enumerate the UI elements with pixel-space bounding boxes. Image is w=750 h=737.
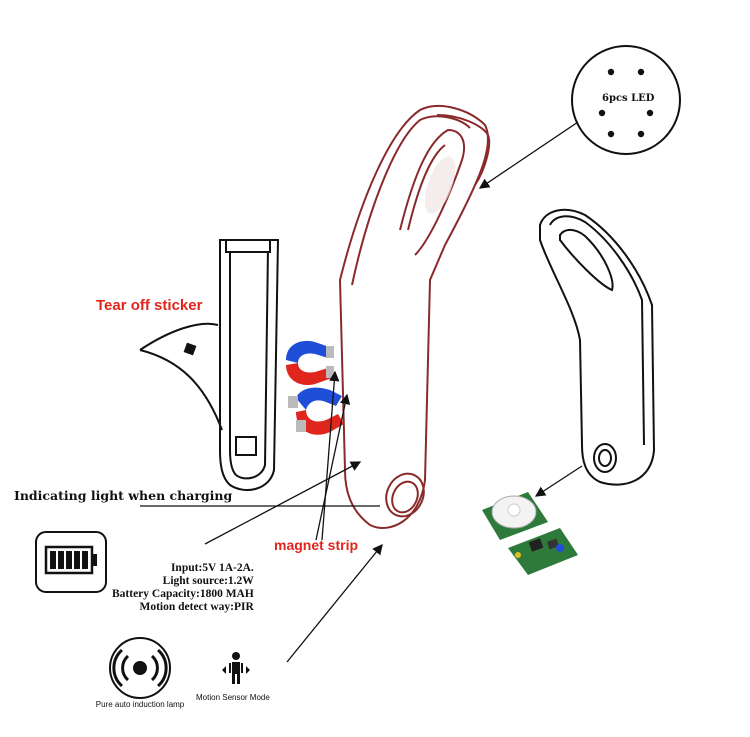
- led-glow: [424, 156, 456, 214]
- person-motion-icon: [222, 652, 250, 684]
- lamp-side-view: [539, 208, 656, 486]
- lamp-body: [338, 105, 491, 529]
- motion-sensor-mode-label: Motion Sensor Mode: [196, 693, 270, 702]
- spec-motion-detect: Motion detect way:PIR: [139, 601, 254, 613]
- pure-auto-induction-label: Pure auto induction lamp: [95, 700, 185, 709]
- induction-lamp-icon: [109, 637, 171, 699]
- spec-battery: Battery Capacity:1800 MAH: [112, 588, 254, 600]
- indicating-light-label: Indicating light when charging: [14, 488, 233, 503]
- spec-input: Input:5V 1A-2A.: [170, 562, 254, 574]
- led-count-label: 6pcs LED: [602, 93, 655, 104]
- led-ring-icon: [571, 45, 681, 155]
- spec-list: Input:5V 1A-2A. Light source:1.2W Batter…: [112, 562, 254, 614]
- clip-bracket: [139, 239, 280, 491]
- tear-off-sticker-label: Tear off sticker: [96, 297, 203, 314]
- magnet-strip-label: magnet strip: [274, 537, 359, 553]
- connector-lines: [140, 121, 583, 663]
- spec-light-source: Light source:1.2W: [162, 575, 254, 587]
- magnet-icon: [286, 340, 344, 435]
- pir-sensor-icon: [482, 492, 578, 575]
- battery-icon: [35, 531, 107, 593]
